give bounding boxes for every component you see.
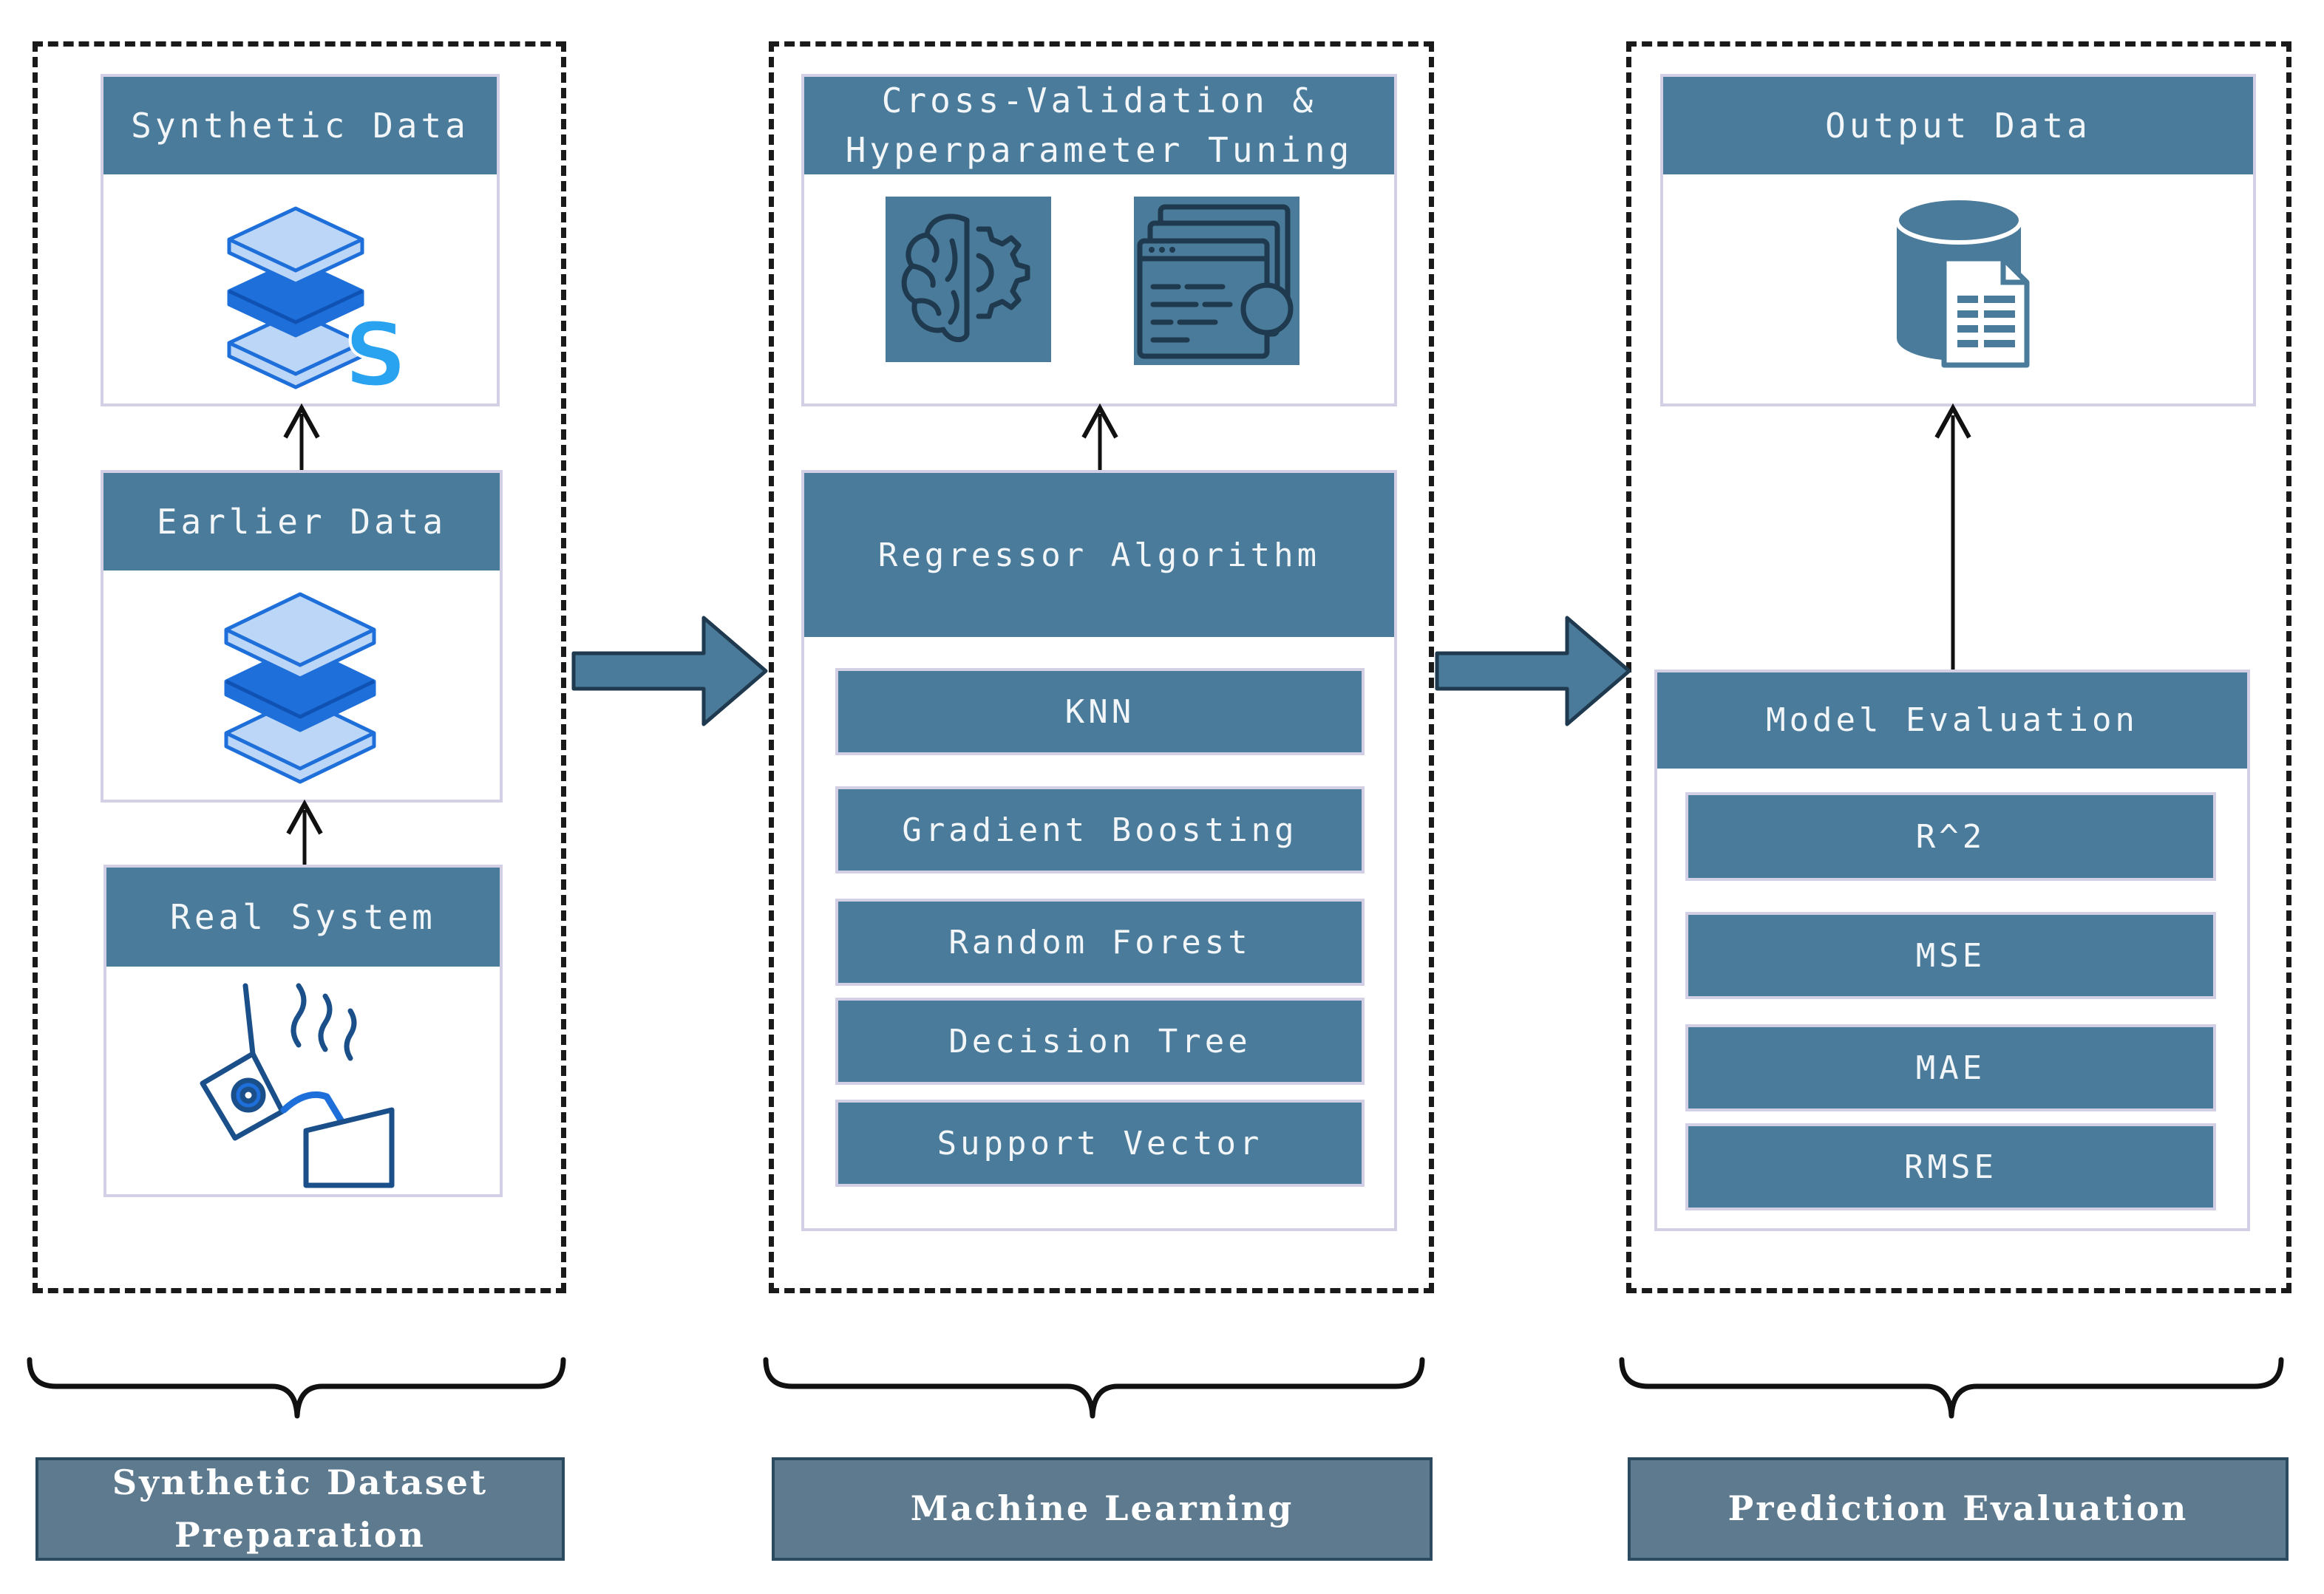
svg-text:S: S: [344, 304, 407, 395]
database-document-icon: [1895, 196, 2030, 368]
output-data-title: Output Data: [1663, 77, 2253, 174]
pouring-ladle-icon: [200, 983, 395, 1188]
metric-r2: R^2: [1685, 792, 2216, 881]
synthetic-data-title: Synthetic Data: [103, 77, 497, 174]
big-arrow-ml-to-eval: [1435, 616, 1631, 726]
tuning-box: Cross-Validation & Hyperparameter Tuning: [801, 74, 1397, 406]
output-data-box: Output Data: [1660, 74, 2256, 406]
earlier-data-box: Earlier Data: [101, 470, 503, 803]
brace-preparation: [27, 1357, 566, 1419]
arrow-regressor-to-tuning-head: [1081, 403, 1118, 439]
arrow-real-to-earlier-head: [286, 799, 323, 835]
prediction-evaluation-group: [1626, 41, 2291, 1293]
algorithm-item-gradient-boosting: Gradient Boosting: [835, 786, 1365, 873]
brace-prediction-evaluation: [1619, 1357, 2284, 1419]
stage-label-preparation: Synthetic Dataset Preparation: [35, 1457, 565, 1561]
algorithm-item-decision-tree: Decision Tree: [835, 998, 1365, 1085]
metric-mse: MSE: [1685, 912, 2216, 999]
real-system-title: Real System: [106, 868, 500, 967]
algorithm-item-support-vector: Support Vector: [835, 1100, 1365, 1187]
arrow-earlier-to-synthetic-head: [283, 403, 320, 439]
big-arrow-prep-to-ml: [571, 616, 768, 726]
algorithm-item-knn: KNN: [835, 668, 1365, 755]
arrow-evaluation-to-output-head: [1934, 403, 1971, 439]
tuning-title: Cross-Validation & Hyperparameter Tuning: [804, 77, 1394, 174]
real-system-box: Real System: [103, 865, 503, 1197]
dataset-preparation-group: [33, 41, 566, 1293]
code-window-icon: [1134, 197, 1299, 365]
synthetic-data-box: Synthetic Data S: [101, 74, 500, 406]
earlier-data-title: Earlier Data: [103, 473, 500, 570]
metric-rmse: RMSE: [1685, 1123, 2216, 1210]
layers-icon: [224, 592, 376, 784]
algorithm-item-random-forest: Random Forest: [835, 899, 1365, 986]
regressor-algorithm-title: Regressor Algorithm: [804, 473, 1394, 637]
model-evaluation-title: Model Evaluation: [1657, 672, 2247, 769]
metric-mae: MAE: [1685, 1024, 2216, 1111]
layers-s-icon: S: [227, 206, 407, 395]
stage-label-prediction-evaluation: Prediction Evaluation: [1628, 1457, 2289, 1561]
brace-machine-learning: [763, 1357, 1425, 1419]
stage-label-machine-learning: Machine Learning: [772, 1457, 1433, 1561]
machine-learning-group: [769, 41, 1434, 1293]
brain-gear-icon: [886, 197, 1051, 362]
